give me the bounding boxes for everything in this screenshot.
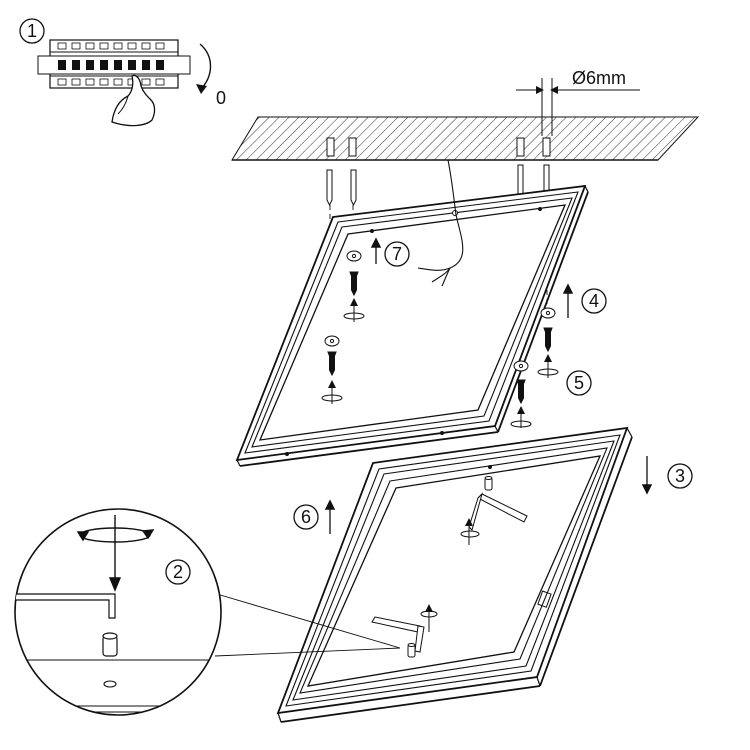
ceiling-holes: [326, 137, 551, 157]
step-2-badge: 2: [165, 559, 191, 585]
svg-text:6: 6: [301, 507, 311, 527]
wiring-cable: [417, 159, 464, 287]
drill-diameter-label: Ø6mm: [572, 68, 626, 88]
svg-text:4: 4: [589, 291, 599, 311]
mounting-frame: [235, 184, 589, 467]
screw-icon: [327, 271, 553, 405]
detail-leader-lines: [209, 591, 401, 657]
rotation-arrow-icon: [196, 43, 212, 94]
circuit-breaker-icon: [37, 39, 191, 89]
svg-text:1: 1: [27, 21, 37, 41]
led-panel: [276, 426, 633, 723]
screw-turn-arrows: [321, 298, 559, 428]
ceiling-hatch-icon: [231, 116, 700, 161]
svg-text:7: 7: [392, 244, 402, 264]
panel-screw-bottom: [407, 643, 416, 658]
step-5-badge: 5: [566, 370, 592, 396]
rotation-arrow-icon: [76, 515, 155, 592]
detail-view: [14, 508, 222, 716]
step-7-badge: 7: [384, 241, 410, 267]
hand-icon: [111, 74, 156, 127]
svg-text:3: 3: [675, 466, 685, 486]
svg-text:2: 2: [173, 562, 183, 582]
hex-key-rotation: [420, 604, 438, 632]
drill-diameter-dimension: Ø6mm: [516, 68, 640, 136]
washer-icon: [324, 250, 556, 372]
hex-key-icon: [371, 616, 425, 653]
hex-key-icon: [15, 593, 116, 619]
hex-key-rotation: [460, 518, 480, 545]
step-4-badge: 4: [581, 288, 607, 314]
step-3-badge: 3: [667, 463, 693, 489]
step-1-badge: 1: [19, 18, 45, 44]
panel-screw-top: [484, 476, 493, 491]
step-6-badge: 6: [293, 504, 319, 530]
svg-text:5: 5: [574, 373, 584, 393]
breaker-off-label: 0: [216, 88, 226, 108]
